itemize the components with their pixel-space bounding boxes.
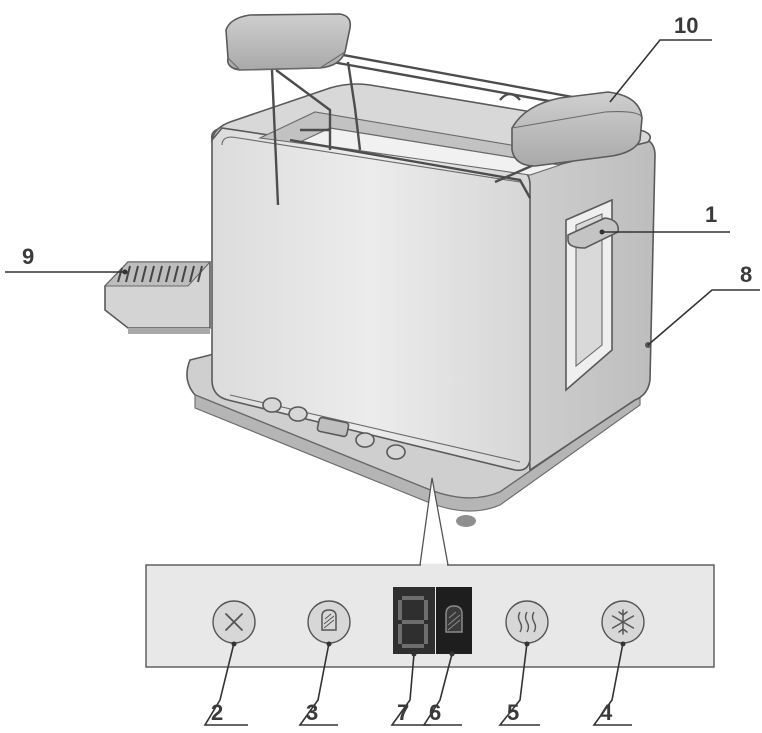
reheat-button — [505, 600, 549, 644]
defrost-button — [601, 600, 645, 644]
toast-slice-icon — [445, 605, 463, 633]
callout-4: 4 — [600, 700, 613, 725]
heat-waves-icon — [517, 611, 537, 633]
callout-3: 3 — [306, 700, 318, 725]
browning-display — [393, 587, 435, 654]
seven-segment-digit-icon — [398, 596, 428, 648]
callout-10: 10 — [674, 13, 698, 38]
callout-1: 1 — [705, 202, 717, 227]
toast-indicator — [436, 587, 472, 654]
callout-labels: 10 1 8 9 2 3 7 6 5 4 — [22, 13, 752, 725]
close-x-icon — [225, 613, 243, 631]
front-controls — [262, 397, 406, 460]
callout-9: 9 — [22, 244, 34, 269]
leader-lines — [5, 39, 760, 726]
lift-lever — [565, 198, 620, 392]
callout-8: 8 — [740, 262, 752, 287]
crumb-tray — [103, 261, 212, 334]
toaster — [103, 13, 656, 527]
toast-button — [307, 600, 351, 644]
bun-warming-rack — [225, 13, 643, 206]
callout-6: 6 — [429, 700, 441, 725]
callout-7: 7 — [397, 700, 409, 725]
cancel-button — [212, 600, 256, 644]
toast-slice-icon — [321, 609, 337, 631]
snowflake-icon — [611, 609, 635, 635]
callout-2: 2 — [211, 700, 223, 725]
control-panel-closeup — [145, 477, 715, 668]
callout-5: 5 — [507, 700, 519, 725]
